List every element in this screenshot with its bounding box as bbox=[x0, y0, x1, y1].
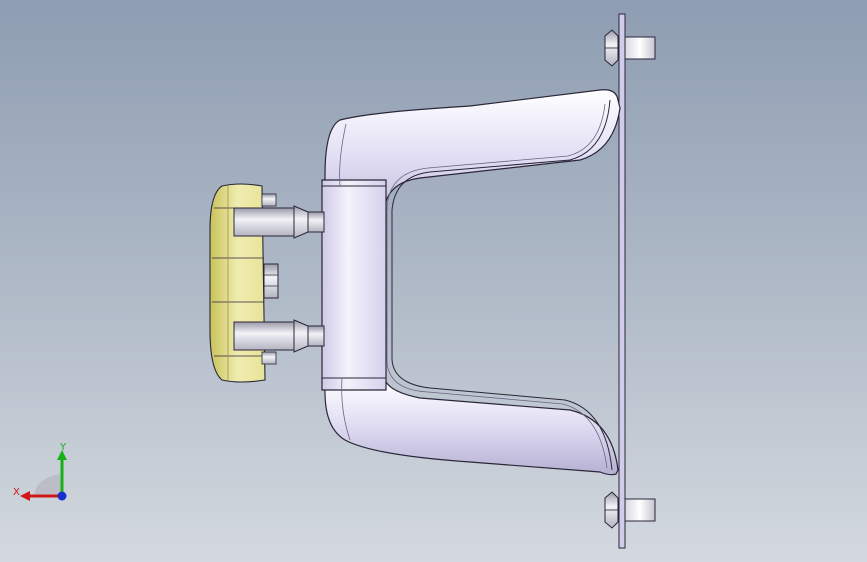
x-axis-label: X bbox=[13, 487, 20, 498]
bolt-bottom bbox=[604, 491, 656, 529]
bracket-body bbox=[321, 89, 621, 476]
y-axis-arrowhead bbox=[57, 450, 67, 460]
coordinate-triad[interactable]: Y X bbox=[10, 438, 80, 508]
x-axis-arrowhead bbox=[20, 491, 30, 501]
y-axis-label: Y bbox=[59, 442, 67, 453]
connector-terminal-bottom bbox=[233, 319, 325, 365]
z-axis-dot bbox=[57, 491, 67, 501]
connector-latch bbox=[263, 263, 279, 299]
mounting-flange bbox=[618, 13, 626, 549]
connector-terminal-top bbox=[233, 193, 325, 239]
triad-plane bbox=[34, 474, 62, 496]
bolt-top bbox=[604, 29, 656, 67]
